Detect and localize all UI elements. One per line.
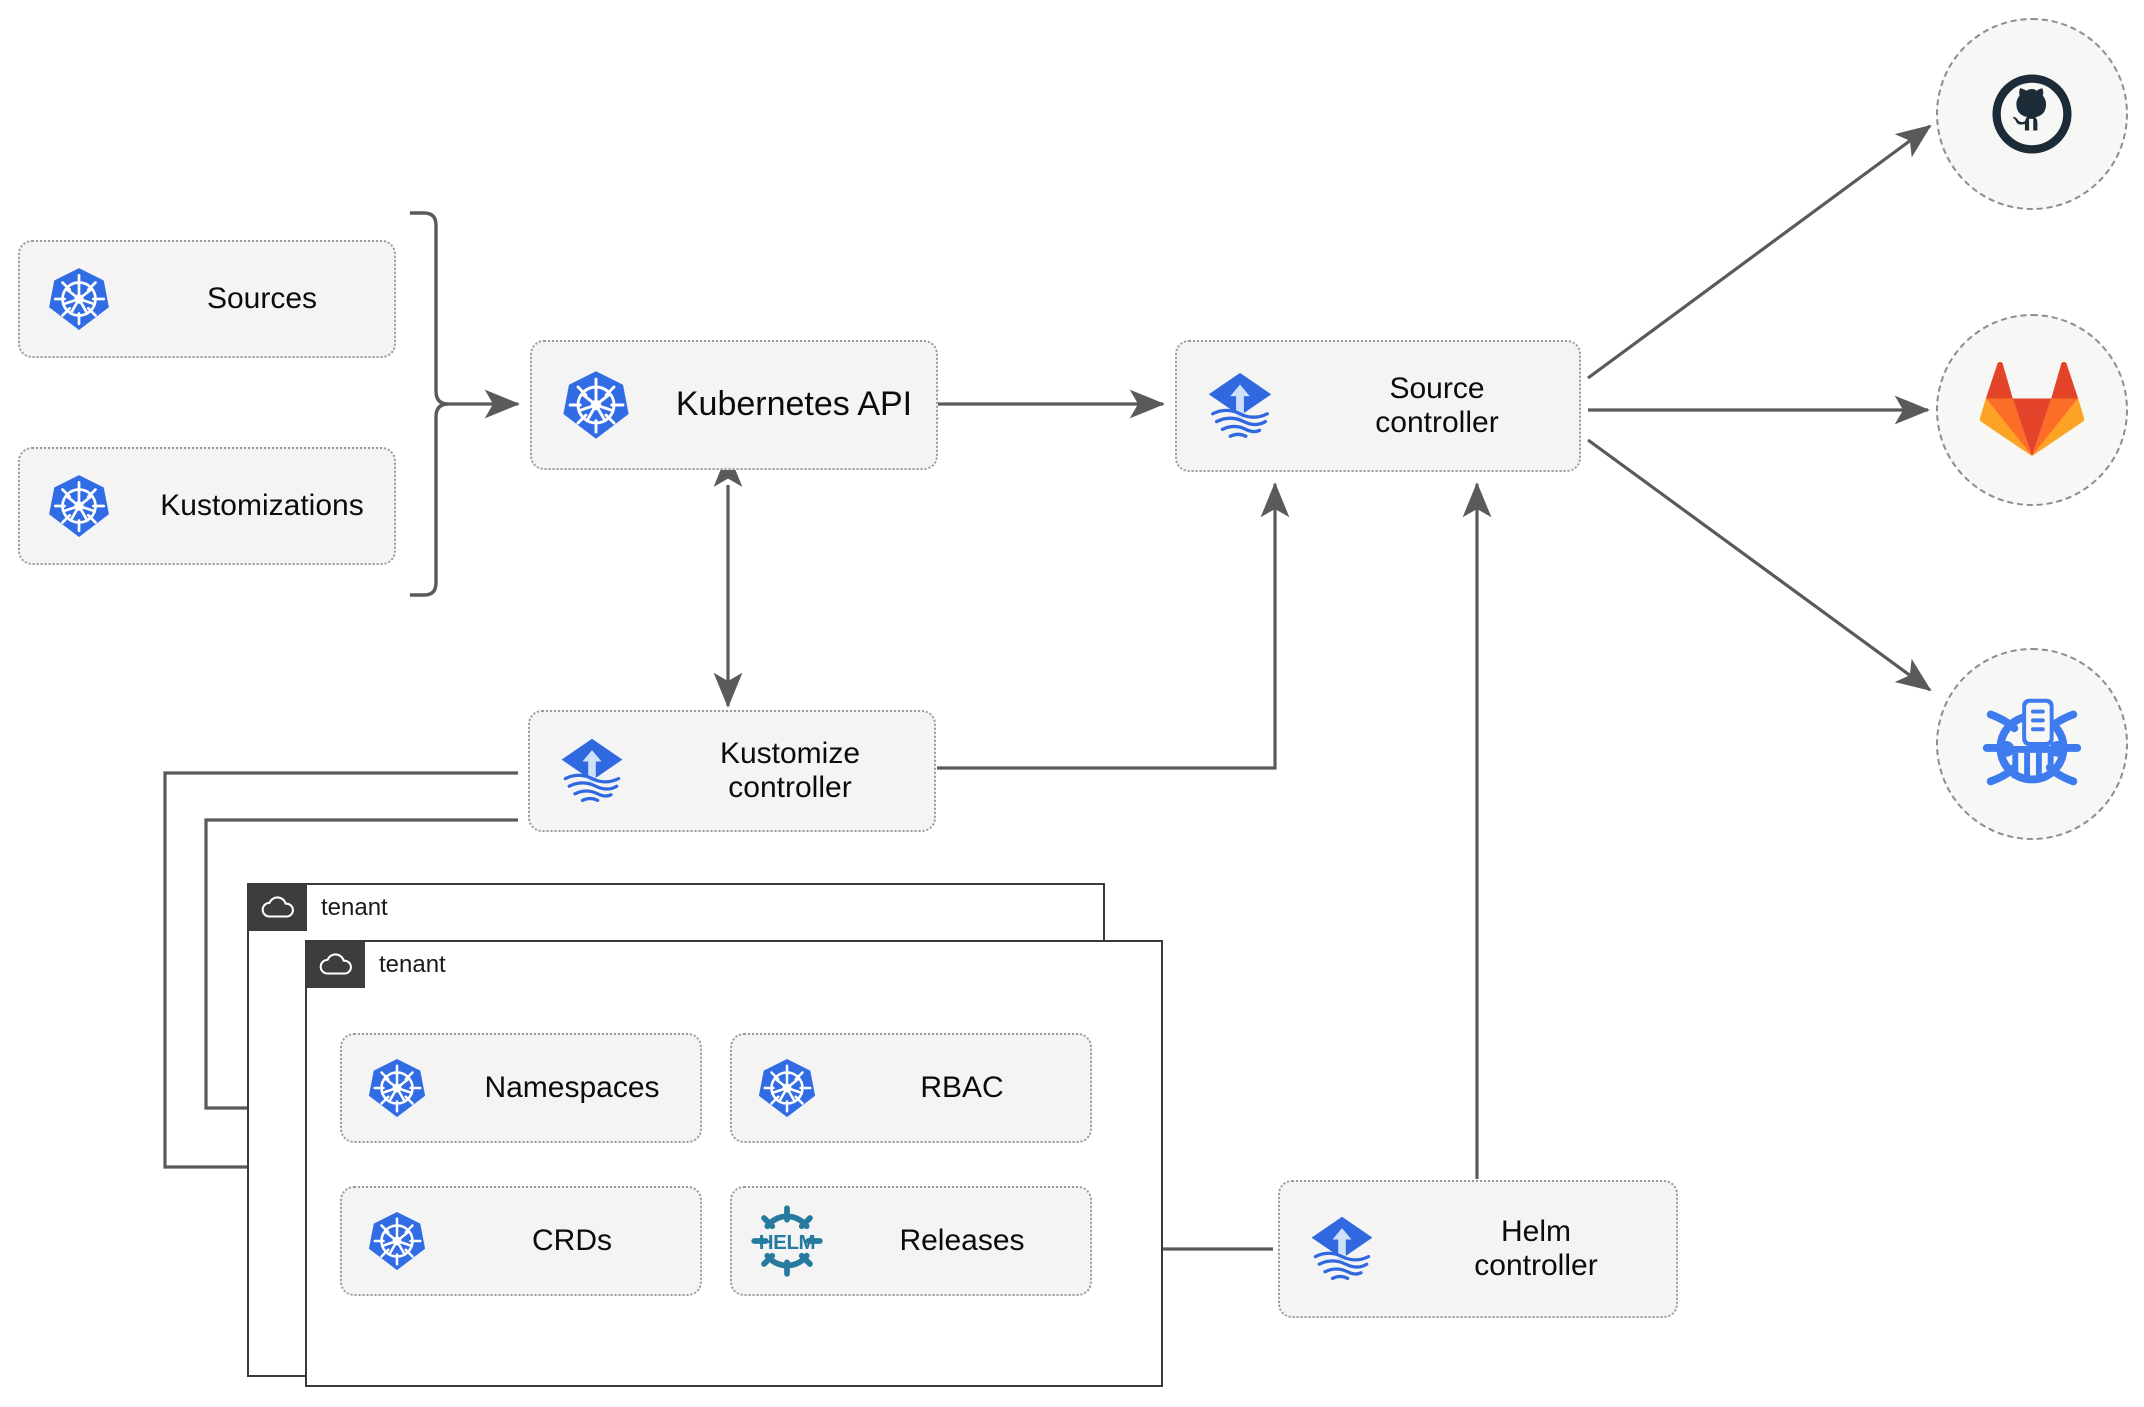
flux-icon — [530, 733, 654, 809]
node-kubernetes-api[interactable]: Kubernetes API — [530, 340, 938, 470]
endpoint-container-registry[interactable] — [1936, 648, 2128, 840]
gitlab-icon — [1978, 360, 2086, 460]
wire-kustomize-source — [937, 482, 1290, 770]
node-sources[interactable]: Sources — [18, 240, 396, 358]
node-releases[interactable]: HELM Releases — [730, 1186, 1092, 1296]
wire-kustomize-tenant-1 — [163, 771, 518, 1182]
node-label: Releases — [899, 1223, 1025, 1257]
node-source-controller[interactable]: Source controller — [1175, 340, 1581, 472]
node-label: RBAC — [920, 1070, 1004, 1104]
wire-source-registry — [1587, 438, 1932, 692]
github-icon — [1980, 62, 2084, 166]
cloud-icon — [307, 942, 365, 988]
cloud-icon — [249, 885, 307, 931]
tenant-titlebar: tenant — [307, 942, 446, 988]
node-label: Kustomize controller — [719, 736, 861, 805]
kubernetes-icon — [342, 1057, 452, 1119]
helm-icon: HELM — [732, 1200, 842, 1282]
node-label: Helm controller — [1474, 1214, 1598, 1283]
tenant-titlebar: tenant — [249, 885, 388, 931]
endpoint-gitlab[interactable] — [1936, 314, 2128, 506]
kubernetes-icon — [20, 266, 138, 332]
node-label: Source controller — [1375, 371, 1499, 440]
helm-registry-icon — [1973, 685, 2091, 803]
node-label: Sources — [206, 281, 318, 315]
node-label: Kubernetes API — [675, 385, 913, 424]
tenant-window-2[interactable]: tenant — [305, 940, 1163, 1387]
kubernetes-icon — [342, 1210, 452, 1272]
flux-icon — [1280, 1211, 1404, 1287]
tenant-label: tenant — [321, 894, 388, 921]
wire-source-github — [1587, 124, 1932, 380]
kubernetes-icon — [732, 1057, 842, 1119]
node-label: Namespaces — [484, 1070, 660, 1104]
kubernetes-icon — [20, 473, 138, 539]
node-kustomize-controller[interactable]: Kustomize controller — [528, 710, 936, 832]
node-crds[interactable]: CRDs — [340, 1186, 702, 1296]
tenant-label: tenant — [379, 951, 446, 978]
endpoint-github[interactable] — [1936, 18, 2128, 210]
node-label: CRDs — [532, 1223, 612, 1257]
node-label: Kustomizations — [160, 488, 364, 522]
node-namespaces[interactable]: Namespaces — [340, 1033, 702, 1143]
svg-text:HELM: HELM — [759, 1231, 815, 1254]
flux-icon — [1177, 367, 1303, 445]
node-kustomizations[interactable]: Kustomizations — [18, 447, 396, 565]
node-rbac[interactable]: RBAC — [730, 1033, 1092, 1143]
kubernetes-icon — [532, 369, 660, 441]
node-helm-controller[interactable]: Helm controller — [1278, 1180, 1678, 1318]
